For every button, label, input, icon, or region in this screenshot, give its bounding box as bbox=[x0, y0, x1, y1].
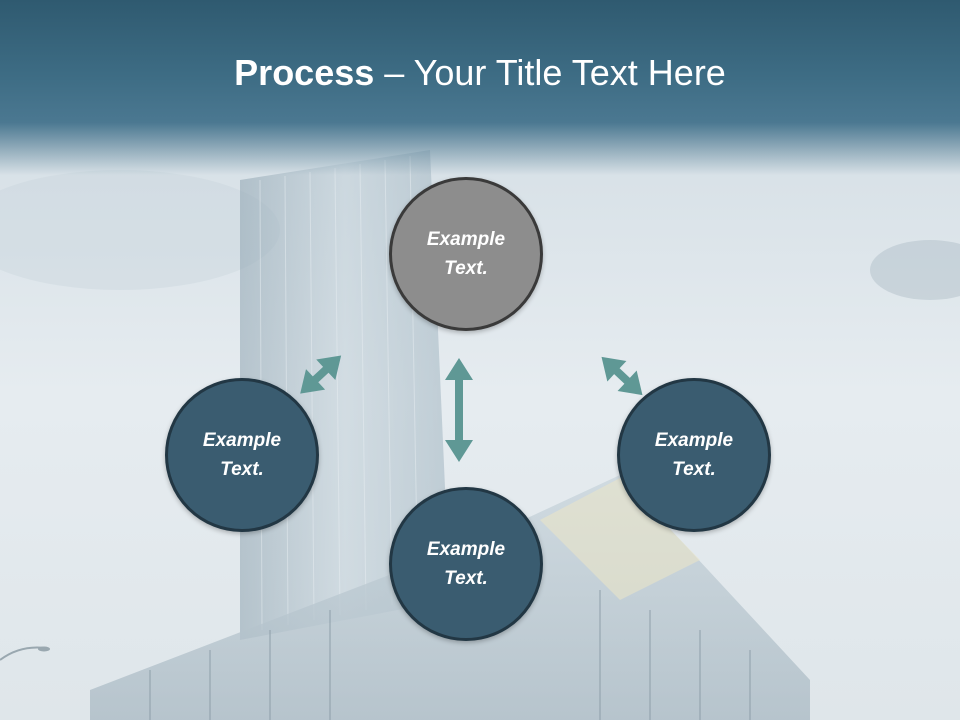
process-node-top[interactable]: Example Text. bbox=[389, 177, 543, 331]
process-node-bottom[interactable]: Example Text. bbox=[389, 487, 543, 641]
node-right-label: Example Text. bbox=[654, 430, 734, 480]
process-node-right[interactable]: Example Text. bbox=[617, 378, 771, 532]
title-bar bbox=[0, 0, 960, 175]
title-bold: Process bbox=[234, 52, 375, 93]
node-left-label: Example Text. bbox=[202, 430, 282, 480]
process-node-left[interactable]: Example Text. bbox=[165, 378, 319, 532]
node-top-label: Example Text. bbox=[426, 229, 506, 279]
title-rest: – Your Title Text Here bbox=[374, 52, 726, 93]
slide-title: Process – Your Title Text Here bbox=[0, 52, 960, 94]
node-bottom-label: Example Text. bbox=[426, 539, 506, 589]
